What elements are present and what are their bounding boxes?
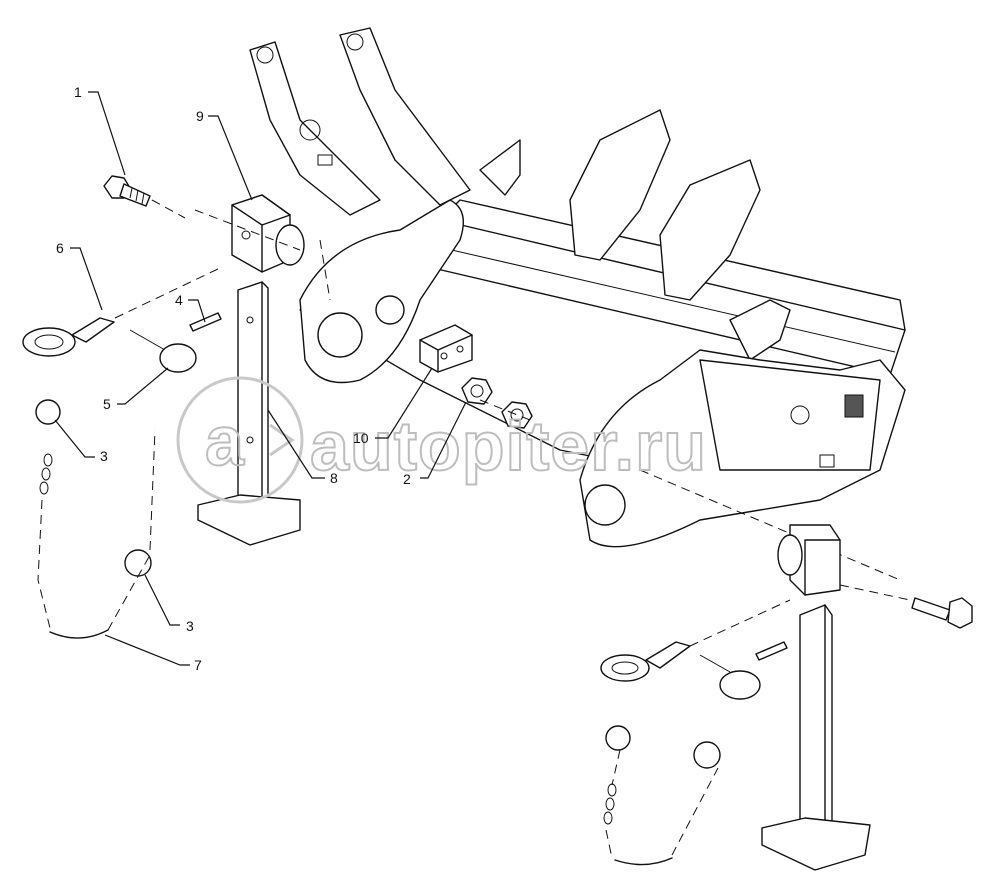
part-4-pin: [189, 312, 222, 332]
callout-4: 4: [175, 292, 183, 308]
part-8-stand: [197, 281, 301, 546]
part-5-lynch-pin: [129, 329, 197, 373]
right-stand-assembly: [600, 524, 973, 871]
watermark-logo: a: [176, 376, 304, 504]
callout-3-upper: 3: [100, 448, 108, 464]
callout-5: 5: [103, 396, 111, 412]
part-1-bolt: [103, 175, 186, 219]
watermark-logo-letter: a: [205, 402, 245, 480]
part-7-chain: [37, 429, 156, 639]
callout-7: 7: [194, 657, 202, 673]
callout-6: 6: [56, 240, 64, 256]
leader-lines: [54, 91, 467, 666]
callout-8: 8: [330, 470, 338, 486]
callout-9: 9: [196, 108, 204, 124]
part-3-ring-lower: [124, 549, 152, 577]
watermark-text: autopiter.ru: [310, 407, 707, 485]
part-9-bracket: [194, 194, 305, 273]
part-10-plate: [419, 324, 473, 373]
main-frame: [249, 27, 906, 581]
part-3-ring-upper: [35, 399, 61, 425]
part-6-clevis-pin: [22, 267, 221, 357]
part-2-nut: [461, 377, 533, 429]
callout-2: 2: [403, 471, 411, 487]
callout-1: 1: [74, 84, 82, 100]
callout-3-lower: 3: [186, 618, 194, 634]
callout-labels: 1 2 3 3 4 5 6 7 8 9 10: [56, 84, 411, 673]
callout-10: 10: [353, 430, 369, 446]
